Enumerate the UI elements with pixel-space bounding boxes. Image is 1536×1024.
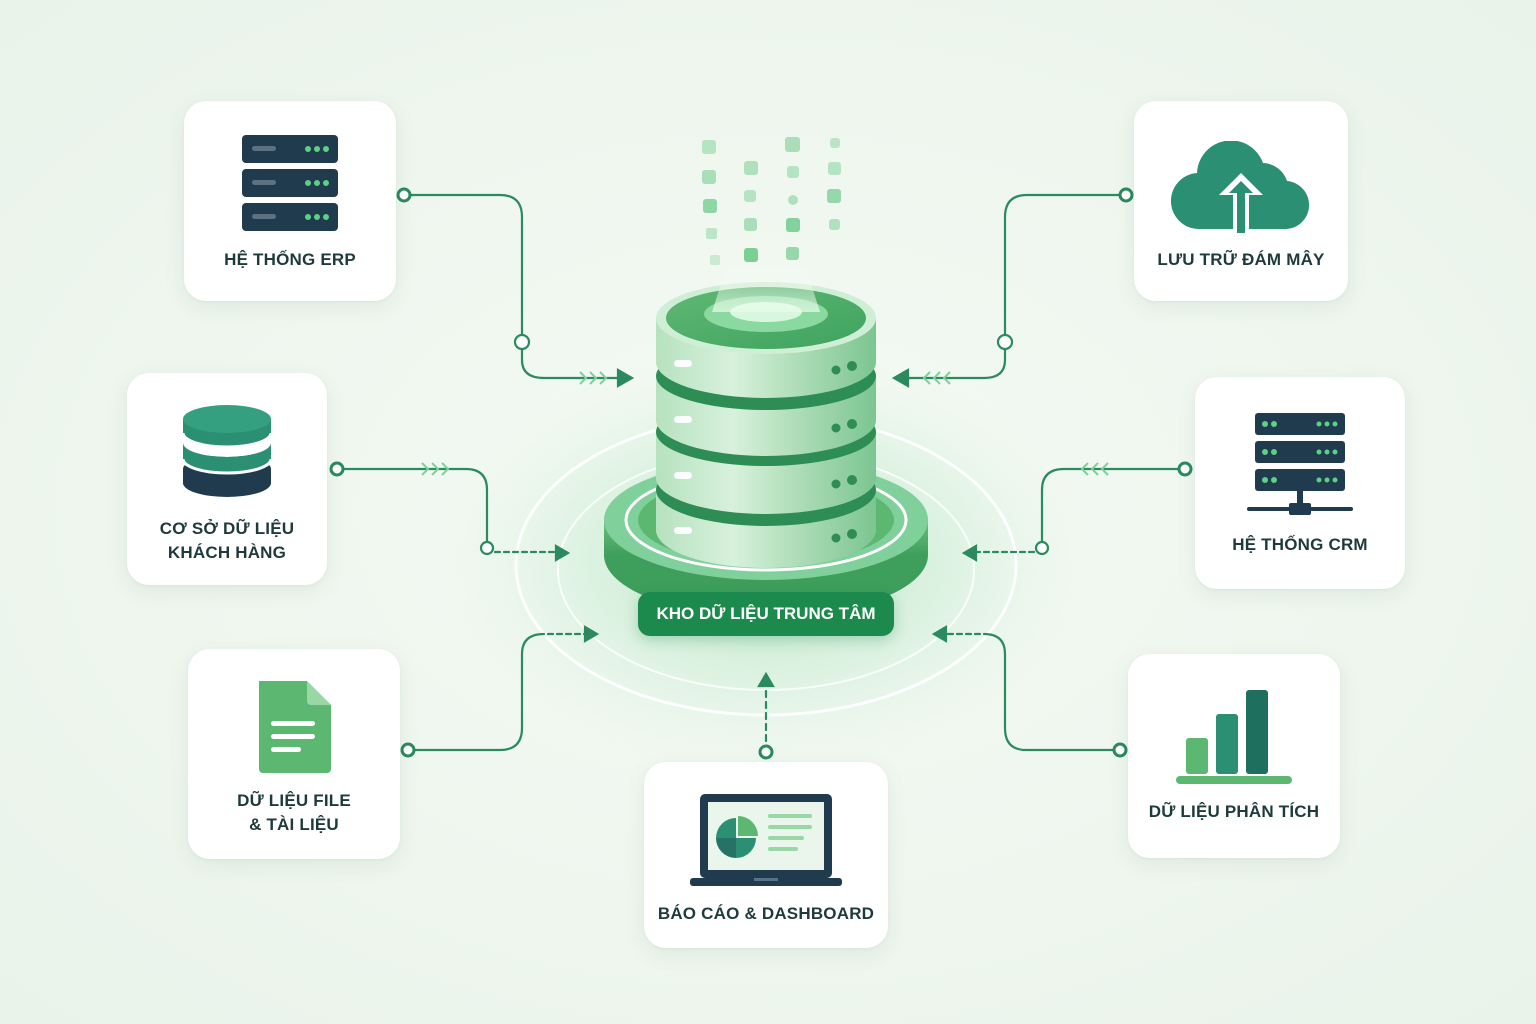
document-icon [188,679,400,775]
connector-analytics [982,632,1122,752]
source-card-crm[interactable]: HỆ THỐNG CRM [1195,377,1405,589]
bar-chart-icon [1128,686,1340,786]
connector-crm [1040,467,1187,550]
database-stack-icon [656,262,876,568]
source-card-files[interactable]: DỮ LIỆU FILE & TÀI LIỆU [188,649,400,859]
data-particles [702,137,841,265]
server-rack-icon [184,133,396,235]
source-card-analytics[interactable]: DỮ LIỆU PHÂN TÍCH [1128,654,1340,858]
source-label-crm: HỆ THỐNG CRM [1232,535,1368,554]
source-card-reports[interactable]: BÁO CÁO & DASHBOARD [644,762,888,948]
source-label-analytics: DỮ LIỆU PHÂN TÍCH [1148,802,1320,821]
cloud-upload-icon [1134,141,1348,233]
source-label-reports: BÁO CÁO & DASHBOARD [657,904,875,923]
connector-erp [402,193,630,380]
connectors [329,187,1193,760]
source-card-customer-db[interactable]: CƠ SỞ DỮ LIỆU KHÁCH HÀNG [127,373,327,585]
flow-chevrons [421,371,1109,476]
source-label-customer-db: CƠ SỞ DỮ LIỆU KHÁCH HÀNG [159,519,295,562]
source-card-cloud[interactable]: LƯU TRỮ ĐÁM MÂY [1134,101,1348,301]
connector-files [406,632,546,752]
connector-cloud [902,193,1128,380]
source-label-erp: HỆ THỐNG ERP [224,250,356,269]
connector-customer-db [335,467,489,550]
source-card-erp[interactable]: HỆ THỐNG ERP [184,101,396,301]
hub-label: KHO DỮ LIỆU TRUNG TÂM [638,592,894,636]
laptop-dashboard-icon [644,792,888,890]
database-icon [127,403,327,501]
network-server-icon [1195,411,1405,519]
source-label-cloud: LƯU TRỮ ĐÁM MÂY [1157,250,1325,269]
source-label-files: DỮ LIỆU FILE & TÀI LIỆU [237,791,351,834]
